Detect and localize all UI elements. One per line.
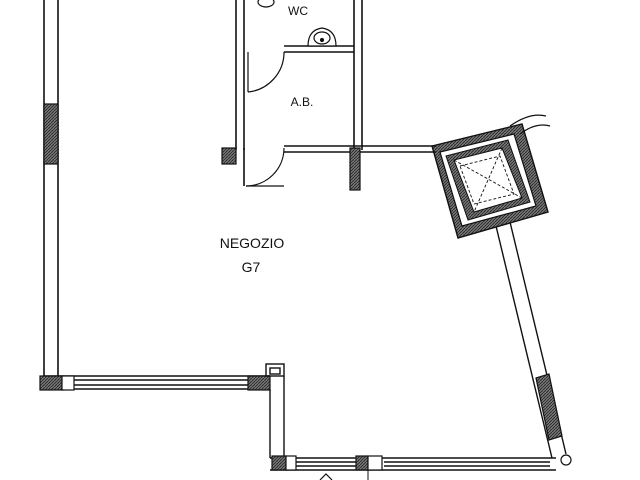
bottom-column-left [271, 455, 287, 471]
bottom-wall [270, 457, 556, 471]
left-wall [43, 0, 59, 376]
bottom-left-wall [44, 375, 270, 390]
service-column-left [221, 147, 237, 165]
right-wall-column [535, 373, 563, 441]
toilet-icon [257, 0, 275, 8]
bottom-column-left-2 [285, 455, 297, 471]
entry-door [245, 147, 285, 187]
service-block-walls [235, 0, 436, 153]
room-label-wc: WC [288, 4, 308, 18]
bottom-column-center [355, 455, 369, 471]
sink-icon [307, 27, 337, 47]
bottom-left-column [39, 375, 65, 391]
room-label-bathroom: A.B. [291, 95, 314, 109]
service-column-right [349, 147, 361, 191]
wc-door [247, 51, 285, 93]
entrance-arrow-icon [319, 473, 333, 480]
corner-fixture [560, 454, 572, 466]
left-wall-column [43, 103, 59, 165]
step-wall [265, 363, 285, 458]
shop-name: NEGOZIO [220, 235, 285, 251]
shop-code: G7 [242, 259, 261, 275]
elevator-block [431, 114, 551, 239]
bottom-left-column-2 [61, 375, 75, 391]
bottom-column-center-2 [367, 455, 383, 471]
bottom-mid-column [247, 375, 271, 391]
